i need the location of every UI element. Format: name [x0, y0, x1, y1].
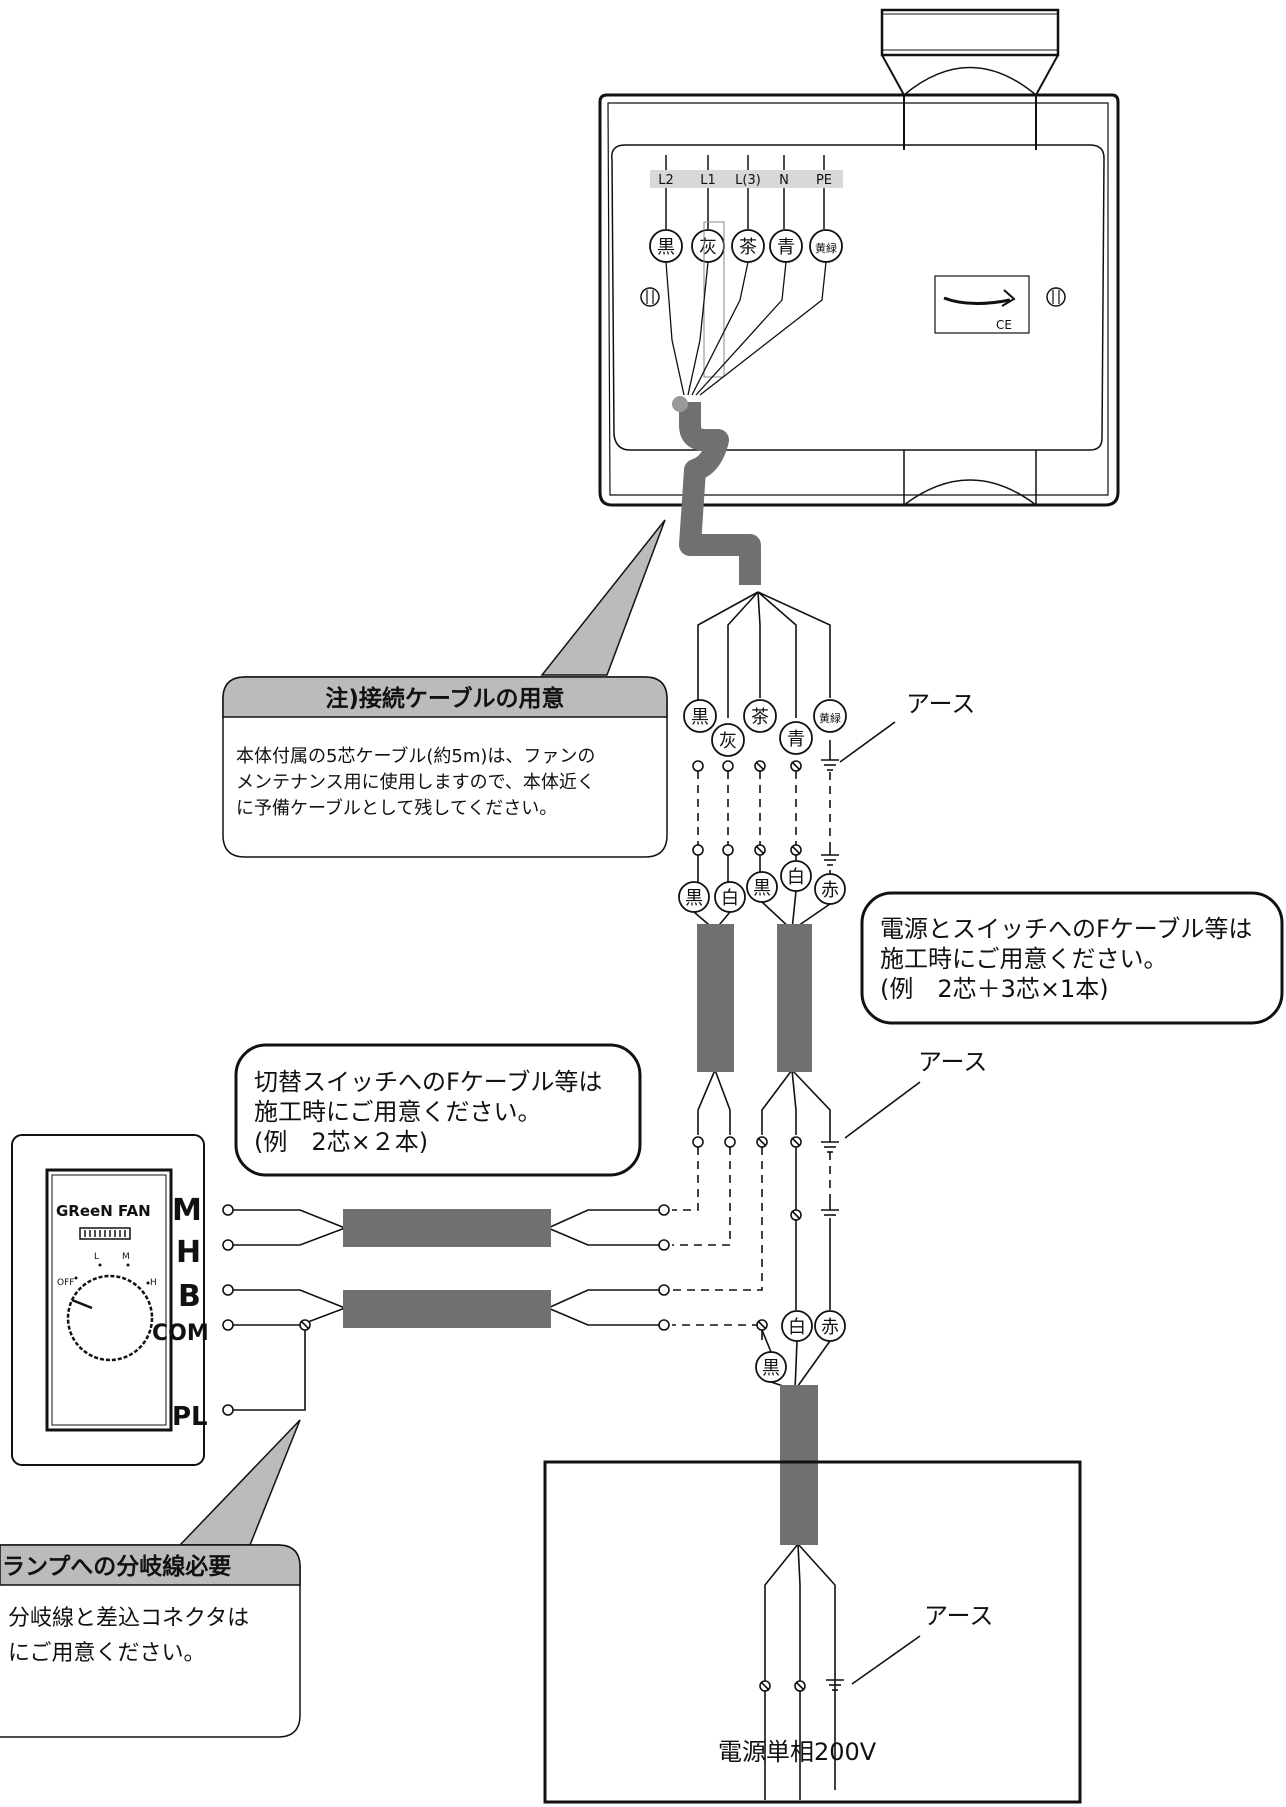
lamp-note-line-1: 分岐線と差込コネクタは [8, 1606, 249, 1631]
earth-symbols-upper [821, 721, 896, 866]
svg-text:赤: 赤 [821, 880, 839, 901]
switch-note-line-2: 施工時にご用意ください。 [254, 1098, 542, 1126]
cable-note-line-2: メンテナンス用に使用しますので、本体近く [236, 772, 595, 793]
svg-text:黒: 黒 [762, 1358, 780, 1379]
switch-brand: GReeN FAN [56, 1202, 151, 1220]
svg-text:赤: 赤 [821, 1317, 839, 1338]
fan-internal-wires [665, 221, 827, 396]
connectors-lower [692, 1081, 921, 1153]
cable-note-pointer [540, 519, 666, 676]
svg-text:M: M [172, 1193, 202, 1228]
f-cable-2core [697, 924, 734, 1072]
supply-leads [761, 1329, 836, 1800]
fan-wire-colors: 黒 灰 茶 青 黄緑 [649, 229, 843, 263]
fan-wire-yellowgreen: 黄緑 [815, 241, 837, 255]
f-cable-3core [777, 924, 812, 1072]
cable-note-line-3: に予備ケーブルとして残してください。 [236, 797, 557, 819]
svg-text:PL: PL [172, 1402, 208, 1432]
lamp-note [0, 1544, 301, 1738]
cable-note-title: 注)接続ケーブルの用意 [325, 685, 564, 712]
f-cable-wire-colors: 黒 白 黒 白 赤 [678, 860, 846, 913]
svg-text:M: M [122, 1252, 130, 1262]
lamp-note-line-2: にご用意ください。 [8, 1641, 206, 1666]
svg-text:白: 白 [787, 867, 805, 888]
terminal-labels: L2 L1 L(3) N PE [658, 173, 832, 188]
terminal-pe: PE [816, 173, 832, 188]
power-source-box [543, 1460, 1082, 1804]
fan-wire-blue: 青 [777, 237, 795, 258]
switch-cable-2 [343, 1290, 551, 1328]
switch-note [234, 1043, 642, 1177]
dial-labels: OFF L M H [57, 1252, 157, 1288]
fan-wire-brown: 茶 [739, 237, 757, 258]
ce-mark: CE [996, 318, 1012, 332]
cable-wire-colors: 黒 灰 茶 青 黄緑 [683, 699, 847, 757]
svg-text:茶: 茶 [751, 707, 769, 728]
svg-text:白: 白 [721, 888, 739, 909]
power-note-line-2: 施工時にご用意ください。 [880, 945, 1168, 973]
speed-switch[interactable] [11, 1134, 205, 1466]
terminal-strip [650, 170, 843, 188]
switch-terminal-labels: M H B COM PL [152, 1193, 209, 1432]
svg-text:青: 青 [787, 729, 805, 750]
switch-note-line-1: 切替スイッチへのFケーブル等は [254, 1068, 602, 1096]
power-terminals [759, 1635, 921, 1692]
svg-text:B: B [178, 1279, 201, 1314]
switch-dashed-links [672, 1147, 831, 1340]
connectors-upper [692, 760, 831, 856]
switch-cable-leads [228, 1209, 660, 1411]
terminal-leads [665, 155, 825, 229]
svg-text:H: H [176, 1235, 201, 1270]
svg-text:H: H [150, 1278, 157, 1288]
terminal-l2: L2 [658, 173, 674, 188]
svg-text:OFF: OFF [57, 1278, 74, 1288]
switch-note-line-3: (例 2芯×２本) [254, 1128, 428, 1156]
terminal-l1: L1 [700, 173, 716, 188]
lamp-note-title: ランプへの分岐線必要 [2, 1553, 231, 1580]
power-note-line-3: (例 2芯＋3芯×1本) [880, 975, 1109, 1003]
earth-label-3: アース [924, 1602, 993, 1630]
power-note [860, 891, 1284, 1025]
power-source-label: 電源単相200V [718, 1738, 877, 1766]
switch-cable-1 [343, 1209, 551, 1247]
terminal-n: N [779, 173, 789, 188]
earth-label-1: アース [906, 690, 975, 718]
fan-unit [598, 8, 1120, 507]
earth-label-2: アース [918, 1048, 987, 1076]
svg-text:黒: 黒 [753, 878, 771, 899]
svg-text:L: L [94, 1252, 99, 1262]
svg-text:黄緑: 黄緑 [819, 711, 841, 725]
svg-text:COM: COM [152, 1321, 209, 1346]
cable-note-line-1: 本体付属の5芯ケーブル(約5m)は、ファンの [236, 745, 595, 767]
supplied-cable [679, 402, 761, 585]
power-note-line-1: 電源とスイッチへのFケーブル等は [880, 915, 1252, 943]
fan-wire-gray: 灰 [699, 237, 717, 258]
svg-text:灰: 灰 [719, 731, 737, 752]
supply-cable [780, 1385, 818, 1545]
speed-dial[interactable] [66, 1274, 154, 1362]
cable-fanout [697, 591, 831, 718]
svg-text:黒: 黒 [691, 707, 709, 728]
fan-wire-black: 黒 [657, 237, 675, 258]
cable-note [222, 676, 668, 858]
svg-text:黒: 黒 [685, 888, 703, 909]
switch-terminals-connectors [222, 1204, 311, 1416]
svg-text:白: 白 [788, 1317, 806, 1338]
terminal-l3: L(3) [735, 173, 761, 188]
connectors-mid [658, 1200, 839, 1331]
